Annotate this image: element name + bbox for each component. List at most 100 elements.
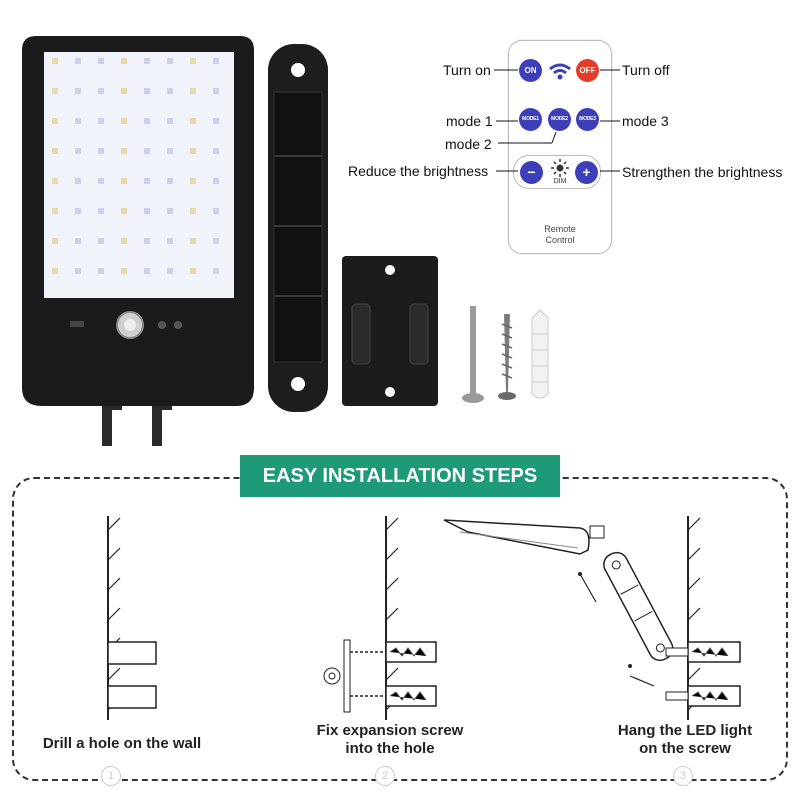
callout-turn-on: Turn on [443, 62, 491, 78]
callout-mode2: mode 2 [445, 136, 492, 152]
minus-button[interactable]: − [520, 161, 543, 184]
led-chip [167, 118, 173, 124]
led-chip [190, 208, 196, 214]
led-chip [167, 208, 173, 214]
remote-label-line2: Control [545, 235, 575, 245]
remote-label-line1: Remote [544, 224, 576, 234]
led-chip [98, 148, 104, 154]
led-chip [167, 148, 173, 154]
led-chip [213, 118, 219, 124]
dim-label: DIM [553, 178, 567, 185]
led-chip [167, 238, 173, 244]
installation-title-banner: EASY INSTALLATION STEPS [240, 455, 560, 497]
led-chip [98, 58, 104, 64]
step1-text: Drill a hole on the wall [42, 735, 202, 752]
callout-turn-off: Turn off [622, 62, 670, 78]
led-chip [98, 268, 104, 274]
step1-number: 1 [101, 766, 121, 786]
off-button[interactable]: OFF [576, 59, 599, 82]
led-chip [190, 148, 196, 154]
led-chip [167, 58, 173, 64]
led-chip [98, 178, 104, 184]
led-chip [75, 268, 81, 274]
led-chip [190, 58, 196, 64]
led-chip [190, 238, 196, 244]
led-chip [167, 178, 173, 184]
led-chip [121, 88, 127, 94]
plus-button[interactable]: + [575, 161, 598, 184]
led-chip [190, 118, 196, 124]
led-chip [213, 208, 219, 214]
led-chip [213, 58, 219, 64]
led-chip [98, 118, 104, 124]
led-chip [213, 178, 219, 184]
remote-control: ON OFF MODE1 MODE2 MODE3 − DIM + Remote … [508, 40, 612, 254]
led-chip [121, 208, 127, 214]
led-chip [75, 118, 81, 124]
step3-illustration [443, 516, 741, 720]
led-chip [190, 178, 196, 184]
led-chip [98, 238, 104, 244]
led-chip [213, 238, 219, 244]
brightness-icon [551, 159, 569, 177]
led-chip [190, 88, 196, 94]
led-chip [121, 148, 127, 154]
brightness-control-group [513, 155, 601, 189]
led-chip [75, 88, 81, 94]
led-chip [213, 88, 219, 94]
mode1-button[interactable]: MODE1 [519, 108, 542, 131]
led-chip [52, 88, 58, 94]
wifi-signal-icon [549, 63, 571, 80]
led-chip [52, 208, 58, 214]
led-chip [144, 268, 150, 274]
led-chip [75, 178, 81, 184]
led-chip [52, 58, 58, 64]
step2-text-line2: into the hole [345, 740, 435, 757]
led-chip [52, 268, 58, 274]
led-chip [144, 238, 150, 244]
led-chip [121, 238, 127, 244]
callout-mode3: mode 3 [622, 113, 669, 129]
led-chip [121, 268, 127, 274]
mode3-button[interactable]: MODE3 [576, 108, 599, 131]
screws-and-anchor-image [462, 306, 549, 403]
led-chip [75, 58, 81, 64]
step3-text-line1: Hang the LED light [617, 722, 753, 739]
mounting-plate-image [342, 256, 438, 406]
led-chip [75, 238, 81, 244]
mounting-bracket-image [268, 44, 328, 412]
led-chip [121, 118, 127, 124]
led-chip [213, 268, 219, 274]
led-chip [121, 178, 127, 184]
callout-strengthen-brightness: Strengthen the brightness [622, 164, 783, 180]
led-chip [52, 148, 58, 154]
led-chip [98, 208, 104, 214]
led-chip [167, 88, 173, 94]
step1-illustration [107, 516, 157, 720]
led-chip [144, 58, 150, 64]
led-chip [144, 148, 150, 154]
led-chip [144, 178, 150, 184]
callout-mode1: mode 1 [446, 113, 493, 129]
led-chip [52, 238, 58, 244]
solar-led-light-image [22, 36, 254, 446]
led-chip [144, 208, 150, 214]
led-chip [52, 178, 58, 184]
led-chip [75, 148, 81, 154]
step2-text-line1: Fix expansion screw [316, 722, 464, 739]
mode2-button[interactable]: MODE2 [548, 108, 571, 131]
led-chip [190, 268, 196, 274]
callout-reduce-brightness: Reduce the brightness [348, 163, 489, 179]
led-chip [98, 88, 104, 94]
step3-number: 3 [673, 766, 693, 786]
led-chip [213, 148, 219, 154]
led-chip [121, 58, 127, 64]
callout-lines [494, 69, 620, 172]
step3-text-line2: on the screw [639, 740, 731, 757]
led-chip [75, 208, 81, 214]
on-button[interactable]: ON [519, 59, 542, 82]
led-chip [52, 118, 58, 124]
led-chip [144, 88, 150, 94]
step2-number: 2 [375, 766, 395, 786]
step2-illustration [323, 516, 437, 720]
